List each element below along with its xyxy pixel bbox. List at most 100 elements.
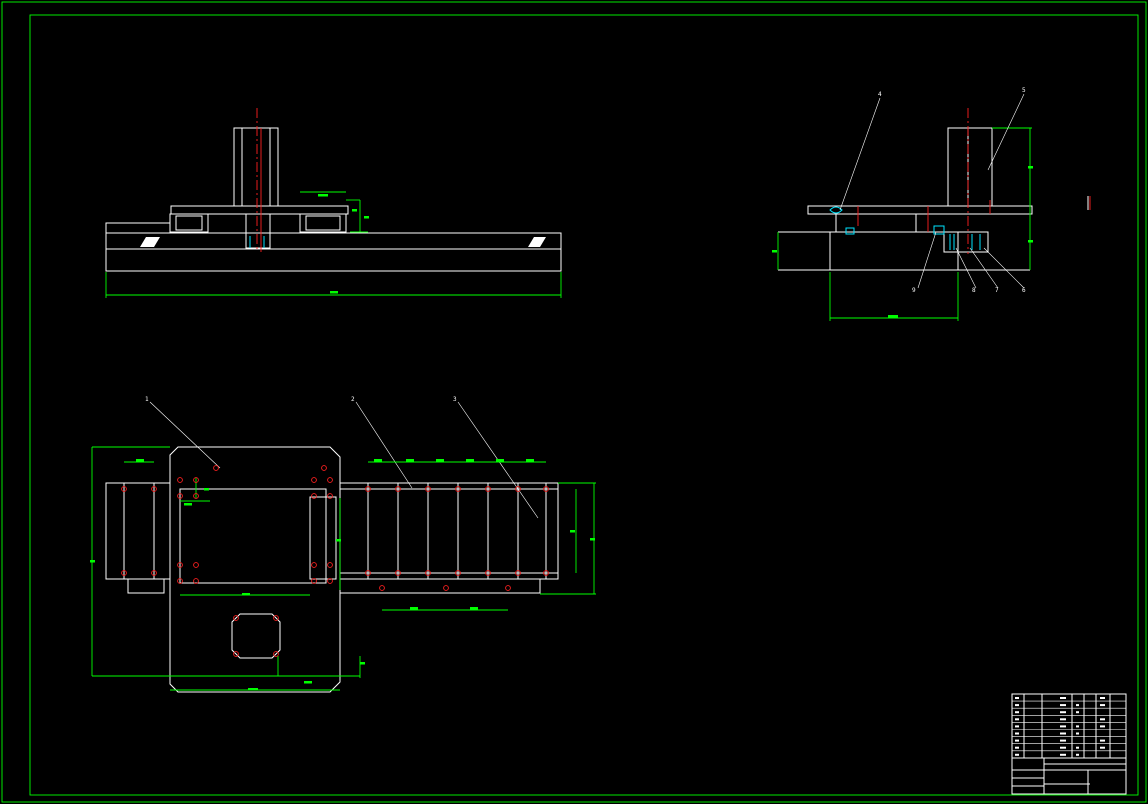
title-block-mark [1015, 739, 1019, 742]
bolt-hole [395, 570, 401, 576]
title-block-mark [1076, 704, 1079, 707]
title-block-mark [1015, 704, 1019, 707]
dimension-value-mark [466, 459, 474, 462]
dimension-value-mark [1028, 166, 1033, 169]
bolt-hole [311, 578, 317, 584]
title-block-mark [1060, 753, 1066, 756]
dimension-value-mark [248, 688, 258, 691]
dimension-value-mark [1028, 240, 1033, 243]
dimension-value-mark [304, 681, 312, 684]
bolt-hole [543, 486, 549, 492]
bolt-hole [273, 651, 279, 657]
dimension-value-mark [360, 662, 365, 665]
bolt-hole [177, 493, 183, 499]
bolt-hole [485, 570, 491, 576]
title-block-mark [1076, 753, 1079, 756]
title-block-mark [1060, 697, 1066, 699]
bolt-hole [213, 465, 219, 471]
bolt-hole [515, 570, 521, 576]
bolt-hole [193, 578, 199, 584]
bolt-hole [425, 570, 431, 576]
bolt-hole [177, 578, 183, 584]
bolt-hole [485, 486, 491, 492]
title-block-mark [1060, 711, 1066, 714]
side-view [777, 93, 1091, 321]
bolt-hole [121, 570, 127, 576]
dimension-value-mark [364, 216, 369, 219]
title-block-mark [1060, 746, 1066, 749]
title-block-mark [1060, 739, 1066, 742]
bolt-hole [193, 493, 199, 499]
dimension-value-mark [570, 530, 575, 533]
bolt-hole [177, 562, 183, 568]
dimension-value-mark [496, 459, 504, 462]
bolt-hole [177, 477, 183, 483]
bolt-hole [443, 585, 449, 591]
balloon-part-9: 9 [912, 287, 916, 294]
dimension-value-mark [410, 607, 418, 610]
bolt-hole [543, 570, 549, 576]
bolt-hole [365, 570, 371, 576]
dimension-value-mark [590, 538, 595, 541]
title-block-mark [1100, 718, 1105, 721]
bolt-hole [321, 465, 327, 471]
bolt-hole [311, 493, 317, 499]
title-block-mark [1100, 725, 1105, 728]
balloon-part-3: 3 [453, 396, 457, 403]
title-block [1011, 693, 1127, 795]
dimension-value-mark [374, 459, 382, 462]
title-block-mark [1076, 711, 1079, 714]
title-block-mark [1015, 697, 1019, 699]
title-block-mark [1100, 704, 1105, 707]
balloon-part-2: 2 [351, 396, 355, 403]
front-view [105, 108, 562, 298]
plan-view [91, 401, 596, 693]
bolt-hole [273, 615, 279, 621]
title-block-mark [1015, 732, 1019, 735]
bolt-hole [327, 562, 333, 568]
dimension-value-mark [526, 459, 534, 462]
title-block-mark [1015, 725, 1019, 728]
bolt-hole [311, 477, 317, 483]
dimension-value-mark [330, 291, 338, 294]
dimension-value-mark [204, 488, 209, 491]
title-block-mark [1060, 718, 1066, 721]
dimension-value-mark [318, 194, 328, 197]
bolt-hole [327, 578, 333, 584]
bolt-hole [379, 585, 385, 591]
dimension-value-mark [242, 593, 250, 596]
dimension-value-mark [888, 315, 898, 318]
bolt-hole [311, 562, 317, 568]
dimension-value-mark [336, 539, 341, 542]
title-block-mark [1100, 746, 1105, 749]
dimension-value-mark [470, 607, 478, 610]
bolt-hole [151, 486, 157, 492]
bolt-hole [505, 585, 511, 591]
bolt-hole [233, 651, 239, 657]
dimension-value-mark [352, 209, 357, 212]
title-block-mark [1076, 725, 1079, 728]
dimension-value-mark [406, 459, 414, 462]
bolt-hole [455, 570, 461, 576]
bolt-hole [327, 493, 333, 499]
bolt-hole [425, 486, 431, 492]
title-block-mark [1076, 746, 1079, 749]
balloon-part-8: 8 [972, 287, 976, 294]
bolt-hole [151, 570, 157, 576]
dimension-value-mark [436, 459, 444, 462]
balloon-part-4: 4 [878, 91, 882, 98]
bolt-hole [121, 486, 127, 492]
balloon-part-1: 1 [145, 396, 149, 403]
bolt-hole [327, 477, 333, 483]
title-block-mark [1060, 725, 1066, 728]
bolt-hole [395, 486, 401, 492]
title-block-mark [1015, 718, 1019, 721]
title-block-mark [1015, 746, 1019, 749]
title-block-mark [1015, 711, 1019, 714]
dimension-value-mark [184, 503, 192, 506]
title-block-mark [1100, 739, 1105, 742]
dimension-value-mark [772, 250, 777, 253]
title-block-mark [1015, 753, 1019, 756]
